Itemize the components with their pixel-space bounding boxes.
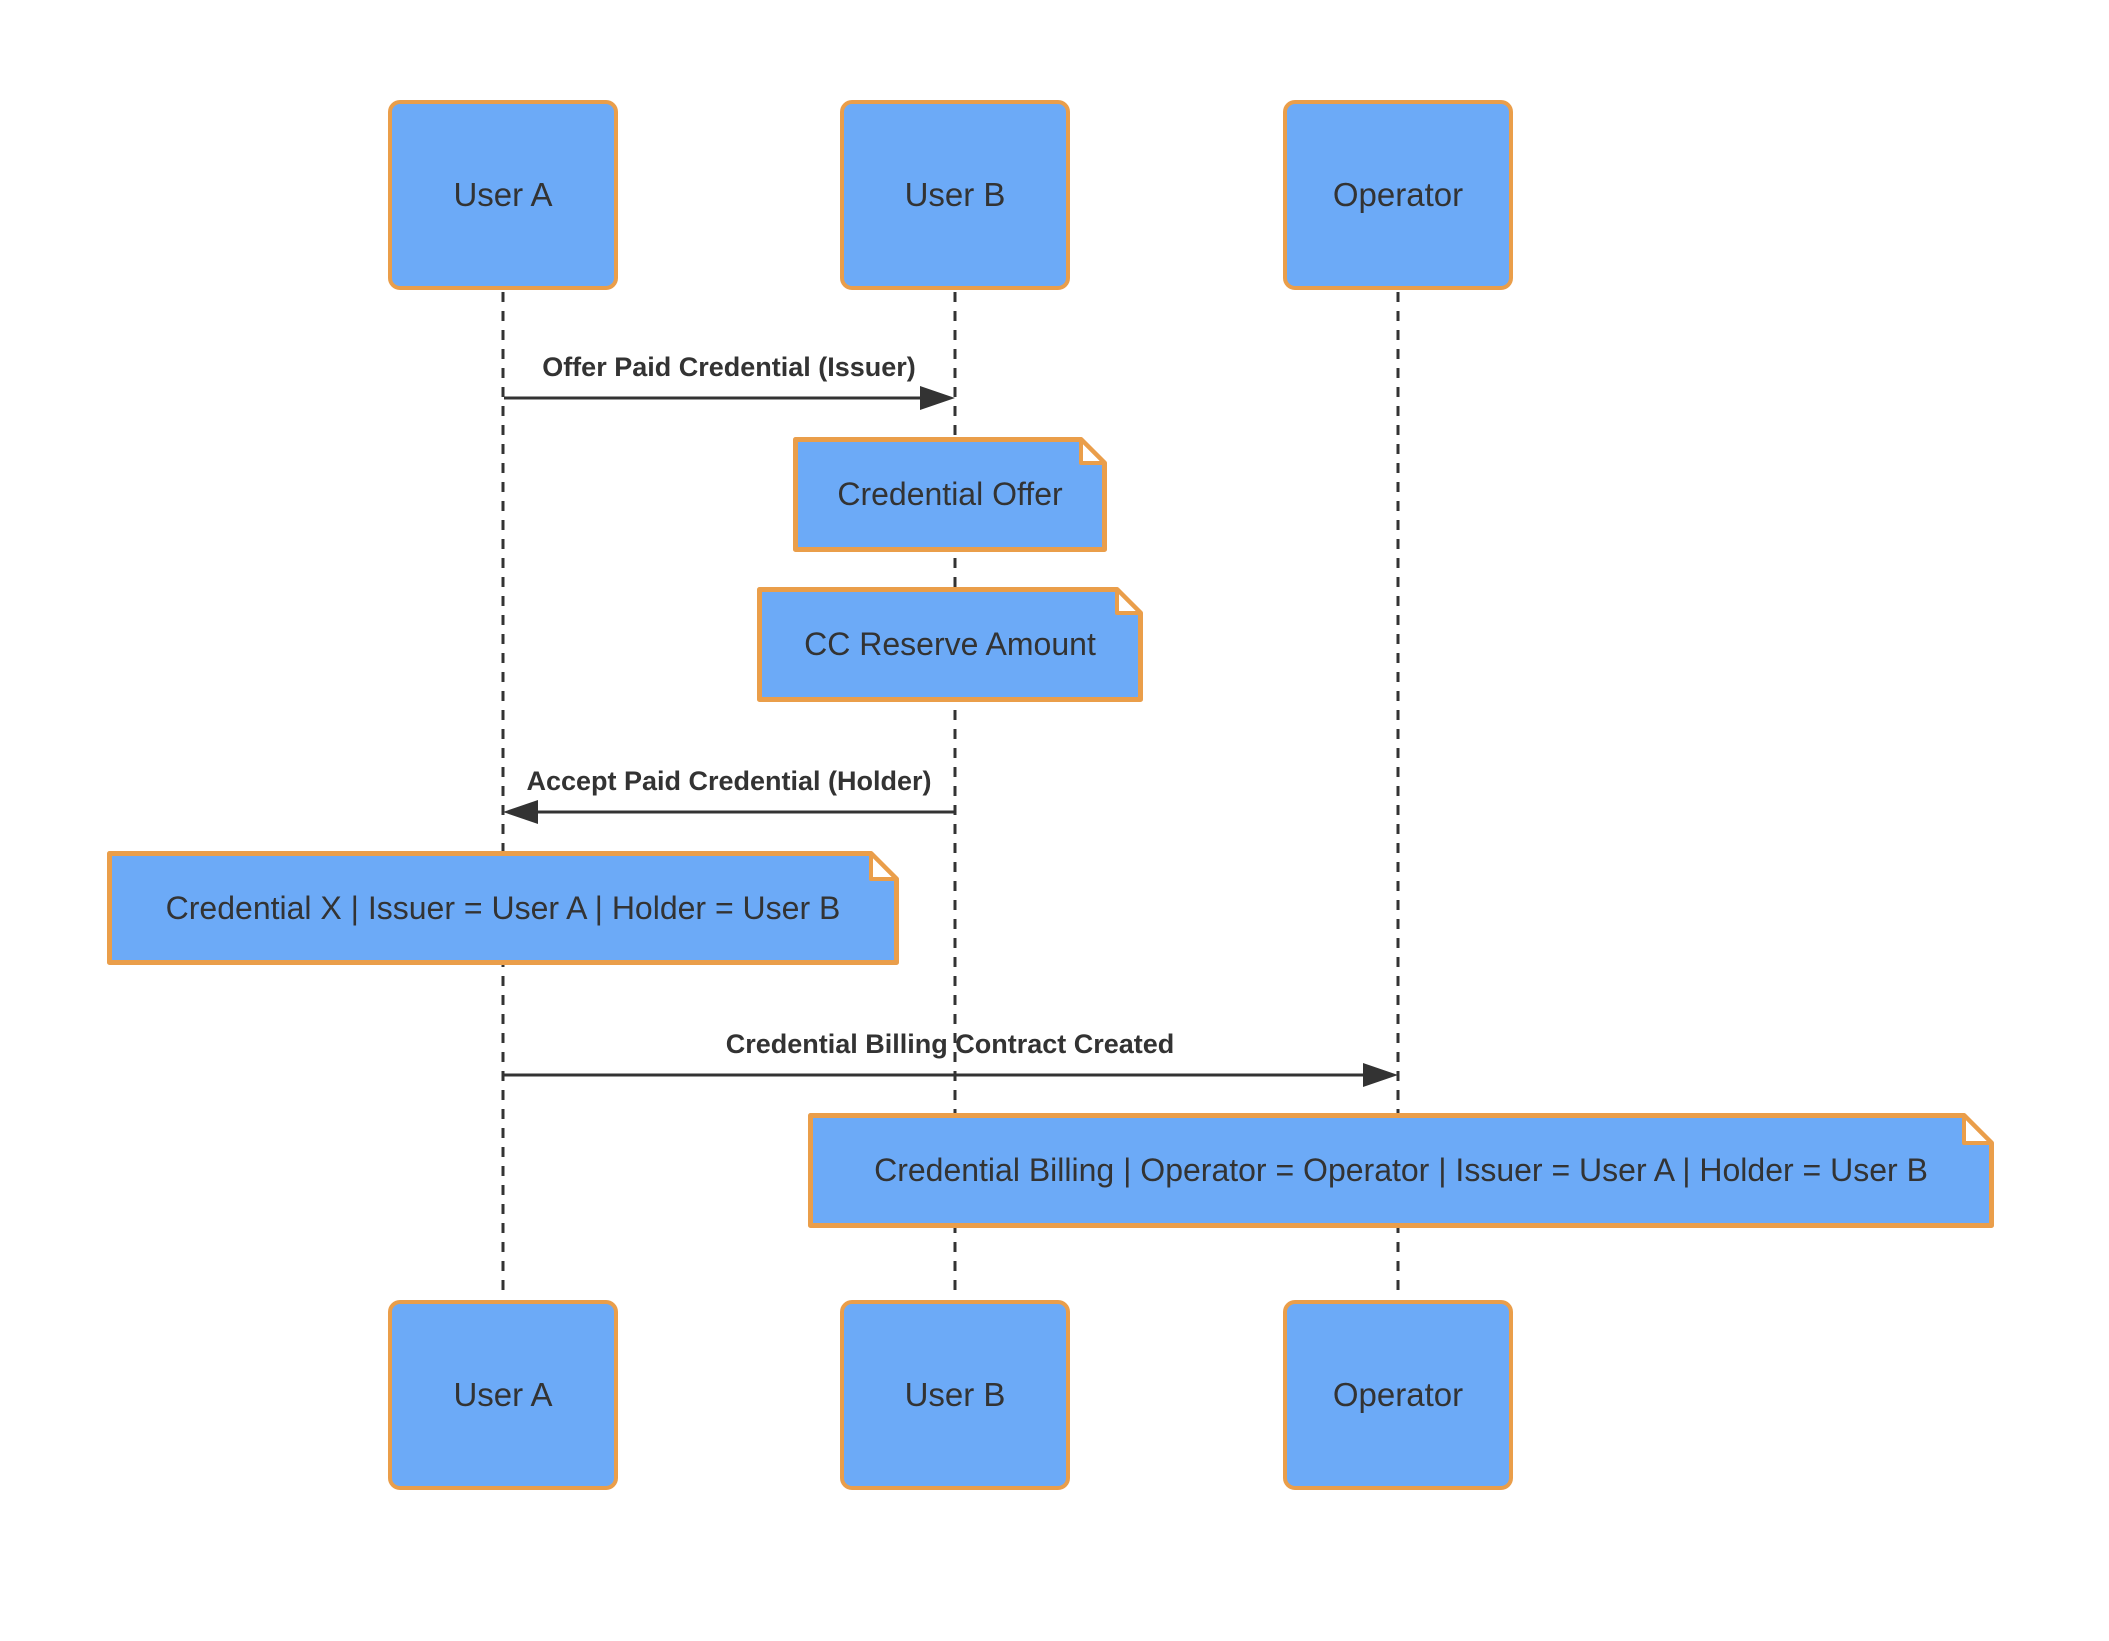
note-cc-reserve-amount: CC Reserve Amount	[757, 587, 1143, 702]
message-label-accept-paid-credential: Accept Paid Credential (Holder)	[526, 766, 932, 796]
note-credential-x: Credential X | Issuer = User A | Holder …	[107, 851, 899, 965]
note-shape	[793, 437, 1107, 552]
note-shape	[107, 851, 899, 965]
actor-operator-bottom-label: Operator	[1332, 1376, 1464, 1413]
note-credential-offer-text: Credential Offer	[837, 476, 1063, 512]
actor-operator-bottom: Operator	[1283, 1300, 1513, 1490]
actor-user-b-bottom: User B	[840, 1300, 1070, 1490]
message-arrow-accept-paid-credential	[503, 800, 954, 824]
actor-operator-top: Operator	[1283, 100, 1513, 290]
note-fold-corner-icon	[1115, 587, 1143, 615]
note-shape	[808, 1113, 1994, 1228]
note-credential-x-text: Credential X | Issuer = User A | Holder …	[165, 889, 841, 926]
note-credential-offer: Credential Offer	[793, 437, 1107, 552]
note-fold-corner-icon	[1962, 1113, 1994, 1145]
note-fold-corner-icon	[869, 851, 899, 881]
note-shape	[757, 587, 1143, 702]
note-credential-billing: Credential Billing | Operator = Operator…	[808, 1113, 1994, 1228]
actor-operator-top-label: Operator	[1332, 176, 1464, 213]
message-label-credential-billing-contract-created: Credential Billing Contract Created	[725, 1029, 1175, 1059]
actor-user-b-top-label: User B	[904, 176, 1006, 213]
note-cc-reserve-amount-text: CC Reserve Amount	[804, 626, 1096, 662]
note-fold-corner-icon	[1079, 437, 1107, 465]
message-arrow-credential-billing-contract-created	[504, 1063, 1398, 1087]
actor-user-a-bottom-label: User A	[453, 1376, 553, 1413]
message-label-offer-paid-credential: Offer Paid Credential (Issuer)	[542, 352, 916, 382]
note-credential-billing-text: Credential Billing | Operator = Operator…	[874, 1152, 1928, 1188]
actor-user-a-top-label: User A	[453, 176, 553, 213]
actor-user-b-top: User B	[840, 100, 1070, 290]
actor-user-a-bottom: User A	[388, 1300, 618, 1490]
message-arrow-offer-paid-credential	[504, 386, 955, 410]
actor-user-b-bottom-label: User B	[904, 1376, 1006, 1413]
actor-user-a-top: User A	[388, 100, 618, 290]
